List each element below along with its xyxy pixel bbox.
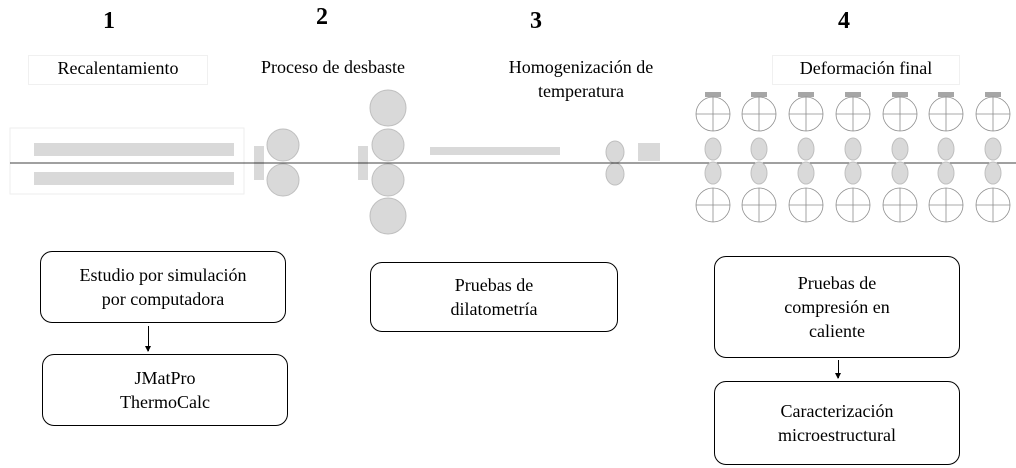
edger-block: [638, 143, 660, 161]
simulation-study-box: Estudio por simulación por computadora: [40, 251, 286, 323]
stage-4-label: Deformación final: [772, 55, 960, 85]
dilatometry-box: Pruebas de dilatometría: [370, 262, 618, 332]
software-line-1: JMatPro: [134, 368, 196, 388]
stage-1-number: 1: [103, 8, 115, 34]
software-box: JMatPro ThermoCalc: [42, 354, 288, 426]
characterization-box: Caracterización microestructural: [714, 381, 960, 465]
roughing-roll-2-work-bottom: [371, 163, 405, 197]
simulation-line-1: Estudio por simulación: [79, 265, 247, 285]
edger-roll-bottom: [605, 162, 625, 186]
arrow-simulation-to-software: [145, 326, 151, 352]
finishing-stand-5-work-top: [891, 137, 909, 161]
finishing-stand-4-work-bottom: [844, 161, 862, 185]
finishing-stand-7-work-bottom: [984, 161, 1002, 185]
edger-roll-top: [605, 140, 625, 164]
finishing-stand-3-work-top: [797, 137, 815, 161]
stage-1-label: Recalentamiento: [28, 55, 208, 85]
finishing-stand-4-work-top: [844, 137, 862, 161]
roughing-roll-1-bottom: [266, 163, 300, 197]
furnace-slab-top: [34, 143, 234, 156]
finishing-stand-7-screwdown: [985, 92, 1001, 97]
stage-1-label-line-1: Recalentamiento: [57, 58, 179, 78]
characterization-line-2: microestructural: [778, 425, 896, 445]
finishing-stand-6-work-bottom: [937, 161, 955, 185]
compression-line-1: Pruebas de: [797, 273, 877, 293]
finishing-stand-6-work-top: [937, 137, 955, 161]
arrow-compression-to-characterization: [835, 360, 841, 379]
dilatometry-line-1: Pruebas de: [454, 275, 534, 295]
stage-2-label: Proceso de desbaste: [240, 55, 426, 83]
stage-2-number: 2: [316, 4, 328, 30]
compression-line-2: compresión en: [784, 297, 890, 317]
software-line-2: ThermoCalc: [120, 392, 210, 412]
finishing-stand-2-work-bottom: [750, 161, 768, 185]
simulation-line-2: por computadora: [101, 289, 225, 309]
finishing-stand-7-work-top: [984, 137, 1002, 161]
roughing-roll-2-work-top: [371, 128, 405, 162]
stage-3-number: 3: [530, 8, 542, 34]
furnace-slab-bottom: [34, 172, 234, 185]
finishing-stand-6-screwdown: [938, 92, 954, 97]
finishing-stand-1-work-bottom: [704, 161, 722, 185]
stage-3-label: Homogenización de temperatura: [486, 55, 676, 107]
compression-line-3: caliente: [809, 321, 865, 341]
stage-3-label-line-2: temperatura: [538, 81, 624, 101]
finishing-stand-5-work-bottom: [891, 161, 909, 185]
stage-3-label-line-1: Homogenización de: [508, 57, 654, 77]
hot-compression-box: Pruebas de compresión en caliente: [714, 256, 960, 358]
roughing-roll-1-top: [266, 128, 300, 162]
finishing-stand-5-screwdown: [892, 92, 908, 97]
finishing-stand-1-work-top: [704, 137, 722, 161]
stage-4-label-line-1: Deformación final: [799, 58, 933, 78]
finishing-stand-2-work-top: [750, 137, 768, 161]
roughing-roll-2-backup-top: [369, 89, 407, 127]
roughing-roll-2-backup-bottom: [369, 197, 407, 235]
characterization-line-1: Caracterización: [780, 401, 894, 421]
transfer-bar: [430, 147, 560, 155]
stage-2-label-line-1: Proceso de desbaste: [261, 57, 405, 77]
rolling-mill-schematic: [9, 89, 1016, 235]
furnace-outline: [9, 127, 245, 195]
finishing-stand-4-screwdown: [845, 92, 861, 97]
finishing-stand-2-screwdown: [751, 92, 767, 97]
finishing-stands: [695, 92, 1011, 223]
finishing-stand-3-work-bottom: [797, 161, 815, 185]
finishing-stand-1-screwdown: [705, 92, 721, 97]
finishing-stand-3-screwdown: [798, 92, 814, 97]
stage-4-number: 4: [838, 8, 850, 34]
dilatometry-line-2: dilatometría: [450, 299, 538, 319]
